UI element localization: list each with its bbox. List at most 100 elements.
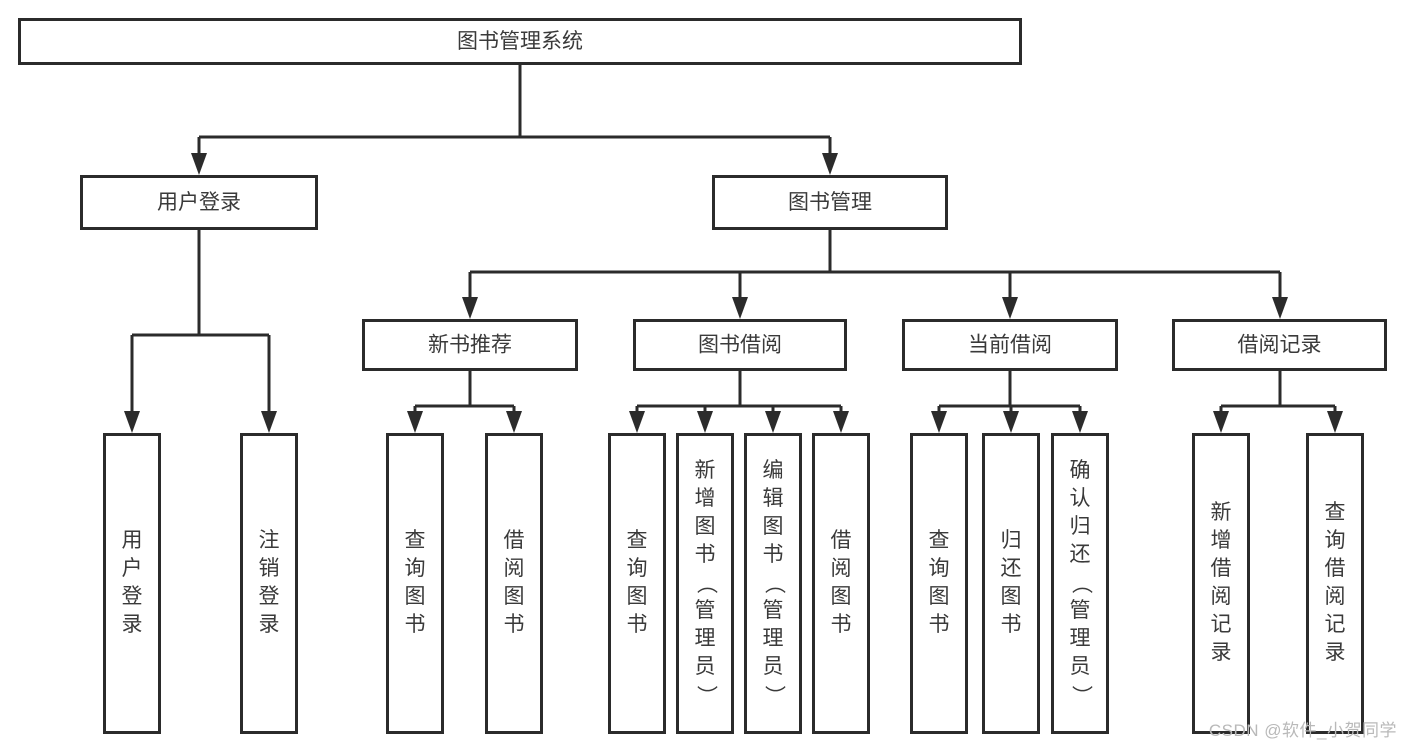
node-label-leaf-query-book-2-char-3: 书 <box>627 613 648 636</box>
node-label-leaf-user-logout-char-3: 录 <box>259 613 280 636</box>
node-label-leaf-add-record-char-2: 借 <box>1211 557 1232 580</box>
node-new-book-rec[interactable]: 新书推荐 <box>362 319 578 371</box>
node-user-login[interactable]: 用户登录 <box>80 175 318 230</box>
node-box-leaf-user-logout[interactable] <box>240 433 298 734</box>
node-label-leaf-query-book-2-char-0: 查 <box>627 529 648 552</box>
node-label-leaf-return-book-char-1: 还 <box>1001 557 1022 580</box>
node-label-leaf-query-book-1-char-1: 询 <box>405 557 426 580</box>
arrow-head-icon <box>1072 411 1088 433</box>
node-label-leaf-borrow-book-1-char-2: 图 <box>504 585 525 608</box>
node-label-new-book-rec: 新书推荐 <box>428 334 512 357</box>
node-box-leaf-return-book[interactable] <box>982 433 1040 734</box>
node-label-leaf-user-logout-char-1: 销 <box>259 557 280 580</box>
node-label-leaf-add-record-char-5: 录 <box>1211 641 1232 664</box>
node-label-leaf-confirm-return-char-7: 员 <box>1070 655 1091 678</box>
node-label-leaf-query-book-2-char-1: 询 <box>627 557 648 580</box>
node-label-leaf-confirm-return-char-0: 确 <box>1070 459 1091 482</box>
node-label-leaf-edit-book-char-8: ） <box>762 685 785 706</box>
node-box-leaf-add-record[interactable] <box>1192 433 1250 734</box>
arrow-head-icon <box>833 411 849 433</box>
node-box-book-manage[interactable] <box>712 175 948 230</box>
connector-group-book-manage <box>462 230 1288 319</box>
node-label-leaf-borrow-book-1-char-0: 借 <box>504 529 525 552</box>
node-box-leaf-query-record[interactable] <box>1306 433 1364 734</box>
node-label-root: 图书管理系统 <box>457 30 583 53</box>
nodes-layer: 图书管理系统用户登录图书管理新书推荐图书借阅当前借阅借阅记录用户登录注销登录查询… <box>18 18 1387 734</box>
node-label-leaf-edit-book-char-2: 图 <box>763 515 784 538</box>
node-box-leaf-query-book-2[interactable] <box>608 433 666 734</box>
node-box-leaf-query-book-1[interactable] <box>386 433 444 734</box>
node-label-leaf-borrow-book-2-char-0: 借 <box>831 529 852 552</box>
node-label-leaf-edit-book-char-5: 管 <box>763 599 784 622</box>
node-label-leaf-edit-book-char-3: 书 <box>763 543 784 566</box>
node-root[interactable]: 图书管理系统 <box>18 18 1022 65</box>
arrow-head-icon <box>191 153 207 175</box>
node-label-leaf-user-login-char-0: 用 <box>122 529 143 552</box>
node-label-leaf-edit-book-char-1: 辑 <box>763 487 784 510</box>
node-label-leaf-edit-book-char-7: 员 <box>763 655 784 678</box>
node-box-leaf-add-book[interactable] <box>676 433 734 734</box>
node-current-borrow[interactable]: 当前借阅 <box>902 319 1118 371</box>
arrow-head-icon <box>1213 411 1229 433</box>
node-label-book-borrow: 图书借阅 <box>698 334 782 357</box>
arrow-head-icon <box>1327 411 1343 433</box>
arrow-head-icon <box>407 411 423 433</box>
node-box-leaf-confirm-return[interactable] <box>1051 433 1109 734</box>
connector-group-user-login <box>124 230 277 433</box>
node-label-leaf-add-book-char-6: 理 <box>695 627 716 650</box>
node-label-leaf-confirm-return-char-4: （ <box>1069 573 1092 594</box>
node-label-leaf-query-record-char-4: 记 <box>1325 613 1346 636</box>
node-label-leaf-user-logout-char-2: 登 <box>259 585 280 608</box>
connector-group-book-borrow <box>629 371 849 433</box>
node-label-leaf-query-book-1-char-0: 查 <box>405 529 426 552</box>
node-box-leaf-query-book-3[interactable] <box>910 433 968 734</box>
node-label-leaf-query-record-char-5: 录 <box>1325 641 1346 664</box>
connector-group-borrow-record <box>1213 371 1343 433</box>
node-box-leaf-user-login[interactable] <box>103 433 161 734</box>
node-box-leaf-borrow-book-1[interactable] <box>485 433 543 734</box>
node-label-leaf-add-book-char-5: 管 <box>695 599 716 622</box>
arrow-head-icon <box>697 411 713 433</box>
node-label-leaf-return-book-char-3: 书 <box>1001 613 1022 636</box>
node-label-leaf-query-book-1-char-3: 书 <box>405 613 426 636</box>
node-box-user-login[interactable] <box>80 175 318 230</box>
node-box-leaf-edit-book[interactable] <box>744 433 802 734</box>
node-label-borrow-record: 借阅记录 <box>1238 334 1322 357</box>
node-book-manage[interactable]: 图书管理 <box>712 175 948 230</box>
node-box-borrow-record[interactable] <box>1172 319 1387 371</box>
arrow-head-icon <box>732 297 748 319</box>
arrow-head-icon <box>506 411 522 433</box>
node-box-leaf-borrow-book-2[interactable] <box>812 433 870 734</box>
arrow-head-icon <box>765 411 781 433</box>
node-label-leaf-edit-book-char-0: 编 <box>763 459 784 482</box>
node-book-borrow[interactable]: 图书借阅 <box>633 319 847 371</box>
node-box-book-borrow[interactable] <box>633 319 847 371</box>
node-label-leaf-confirm-return-char-1: 认 <box>1070 487 1091 510</box>
node-label-leaf-confirm-return-char-6: 理 <box>1070 627 1091 650</box>
node-leaf-user-login[interactable]: 用户登录 <box>103 433 161 734</box>
node-borrow-record[interactable]: 借阅记录 <box>1172 319 1387 371</box>
node-label-leaf-user-login-char-3: 录 <box>122 613 143 636</box>
node-box-root[interactable] <box>18 18 1022 65</box>
node-box-new-book-rec[interactable] <box>362 319 578 371</box>
node-box-current-borrow[interactable] <box>902 319 1118 371</box>
arrow-head-icon <box>629 411 645 433</box>
arrow-head-icon <box>1003 411 1019 433</box>
connector-group-root <box>191 65 838 175</box>
node-label-leaf-query-record-char-1: 询 <box>1325 529 1346 552</box>
arrow-head-icon <box>261 411 277 433</box>
